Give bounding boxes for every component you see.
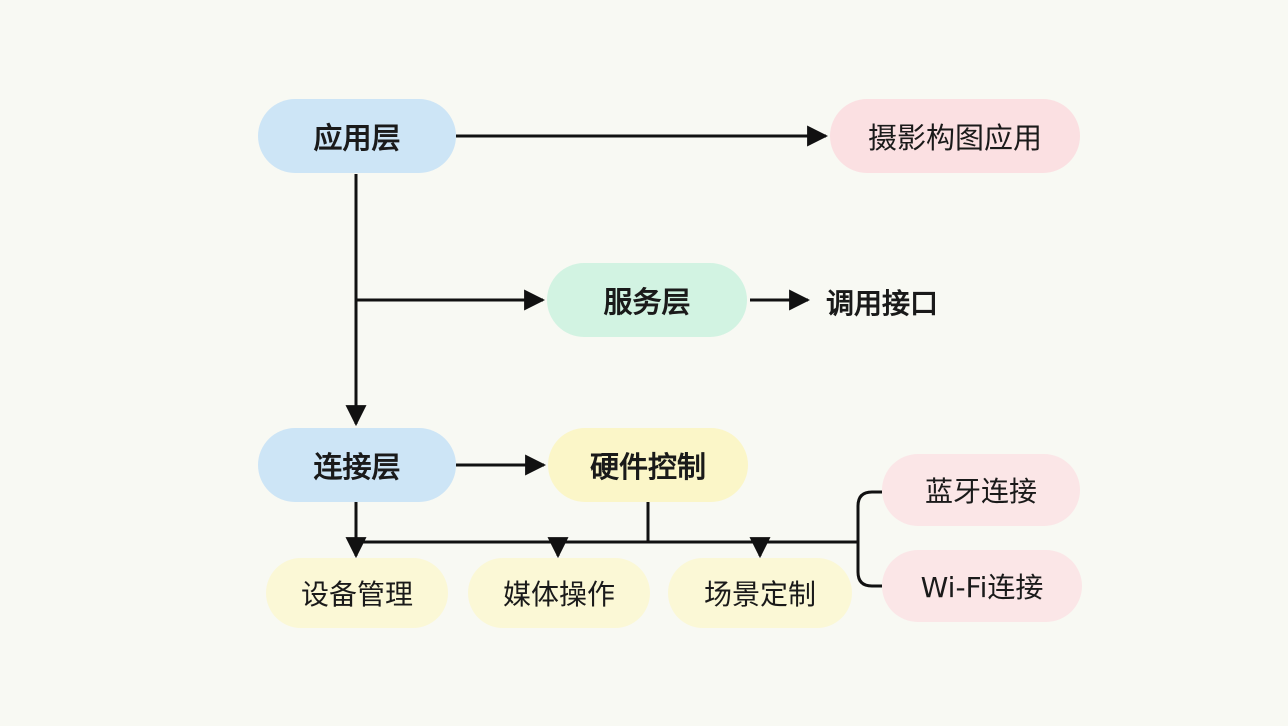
edge-bracket-wifi (856, 542, 882, 588)
node-connect-layer: 连接层 (258, 428, 456, 502)
edge-bracket-bluetooth (856, 490, 882, 542)
node-wifi: Wi-Fi连接 (882, 550, 1082, 622)
label-call-interface: 调用接口 (826, 287, 939, 320)
node-app-layer: 应用层 (258, 99, 456, 173)
node-media-ops: 媒体操作 (468, 558, 650, 628)
node-hardware-control: 硬件控制 (548, 428, 748, 502)
node-scene-custom: 场景定制 (668, 558, 852, 628)
node-service-layer: 服务层 (547, 263, 747, 337)
node-device-mgmt: 设备管理 (266, 558, 448, 628)
node-bluetooth: 蓝牙连接 (882, 454, 1080, 526)
node-photo-app: 摄影构图应用 (830, 99, 1080, 173)
